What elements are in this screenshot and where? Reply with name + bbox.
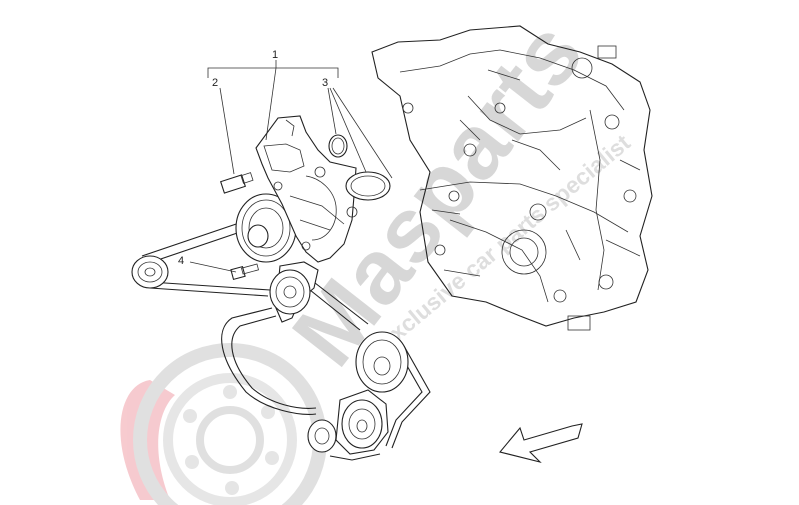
callout-1: 1 xyxy=(272,49,278,61)
idler-pulley-left xyxy=(131,255,169,289)
sensor-item-2 xyxy=(219,172,254,194)
watermark-logo xyxy=(120,343,327,505)
front-direction-arrow-icon xyxy=(499,423,583,464)
bolt-item-4 xyxy=(230,263,259,281)
watermark-caliper xyxy=(120,380,175,500)
belt-tensioner xyxy=(269,261,319,323)
idler-pulley-center xyxy=(355,331,409,393)
callout-2: 2 xyxy=(212,77,218,89)
callout-3: 3 xyxy=(322,77,328,89)
lower-tensioner xyxy=(307,389,389,455)
o-ring-small-item-3 xyxy=(328,134,348,158)
engine-block xyxy=(371,25,653,331)
callout-leaders xyxy=(189,60,393,273)
water-pump-pulley xyxy=(235,193,297,263)
water-pump-body xyxy=(255,115,358,263)
o-ring-large-item-3 xyxy=(345,171,391,201)
drive-belt xyxy=(141,219,431,461)
callout-4: 4 xyxy=(178,255,184,267)
